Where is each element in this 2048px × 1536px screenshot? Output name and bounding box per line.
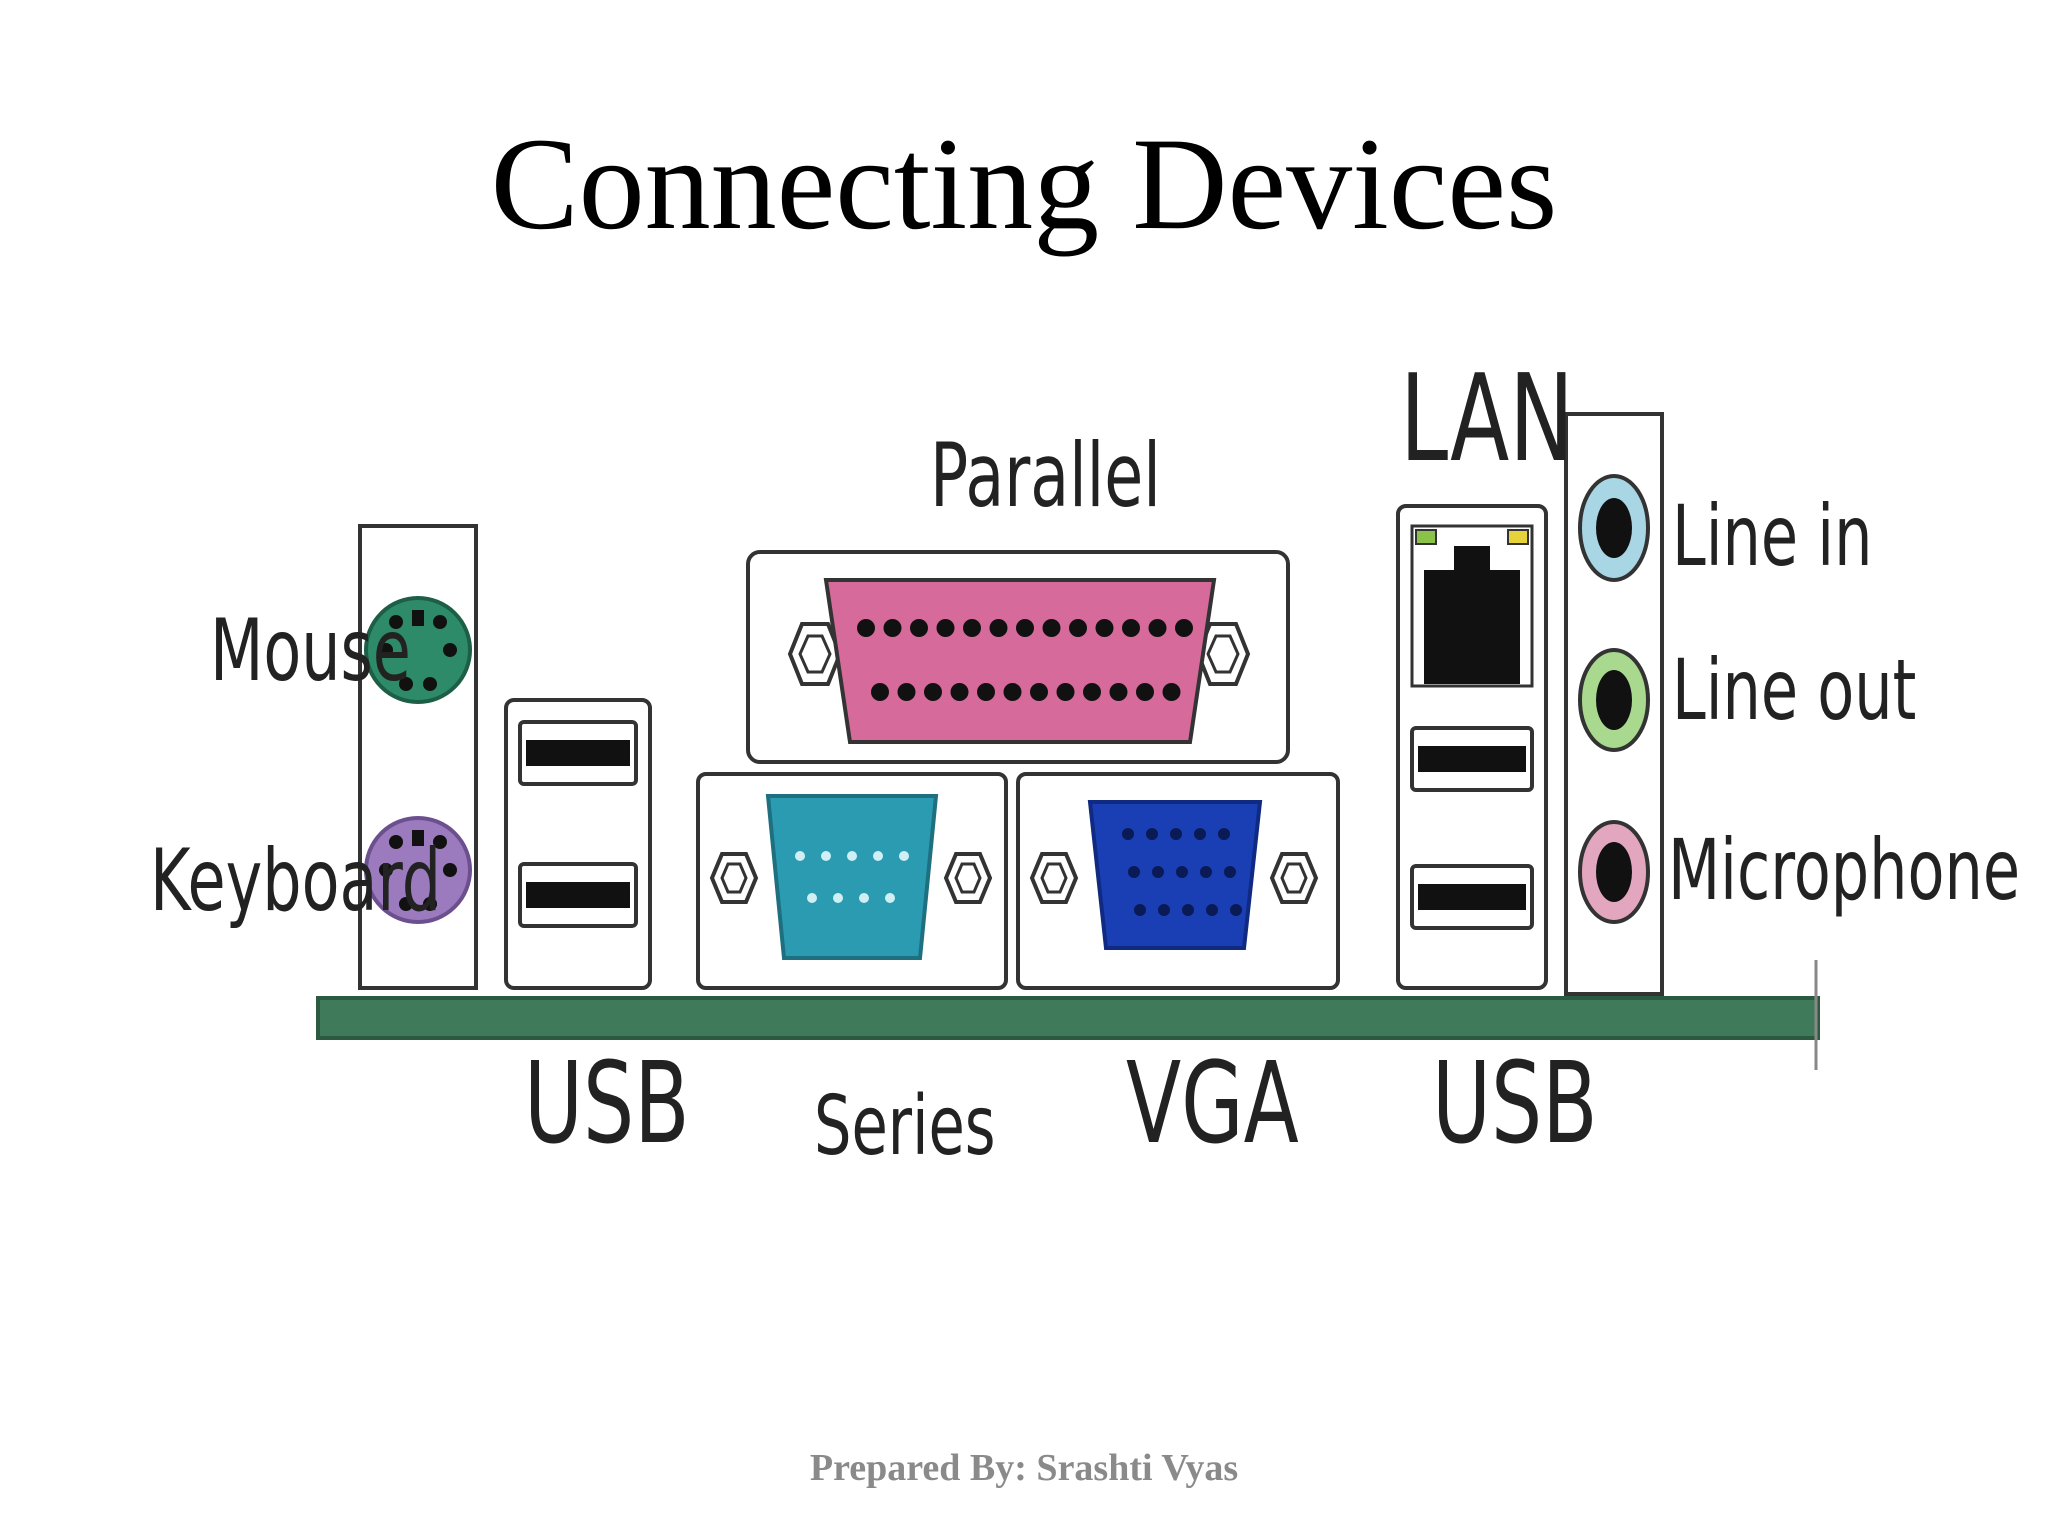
parallel-pin (1056, 683, 1075, 701)
microphone-jack (1578, 820, 1650, 924)
parallel-pin (950, 683, 969, 701)
parallel-pin (883, 619, 902, 637)
keyboard-label: Keyboard (150, 831, 442, 931)
audio-jack-block (1564, 412, 1664, 996)
parallel-pin (897, 683, 916, 701)
line-out-jack (1578, 648, 1650, 752)
parallel-pin (1042, 619, 1061, 637)
series-label: Series (814, 1079, 996, 1174)
parallel-pin (1148, 619, 1167, 637)
lan-usb-block (1396, 504, 1548, 990)
parallel-pin (1069, 619, 1087, 637)
parallel-pin (1175, 619, 1193, 637)
parallel-pin (963, 619, 981, 637)
parallel-pin (924, 683, 942, 701)
line-in-label: Line in (1672, 487, 1873, 585)
parallel-label: Parallel (930, 424, 1161, 527)
ps2-port-block (358, 524, 478, 990)
usb-left-label: USB (524, 1039, 690, 1169)
parallel-port (746, 550, 1290, 764)
parallel-pin (1109, 683, 1128, 701)
parallel-pin (1016, 619, 1034, 637)
microphone-label: Microphone (1668, 821, 2021, 919)
slide-title: Connecting Devices (490, 110, 1558, 257)
slide-footer: Prepared By: Srashti Vyas (809, 1447, 1239, 1489)
usb-port-block-left (504, 698, 652, 990)
serial-port (696, 772, 1008, 990)
line-in-jack (1578, 474, 1650, 582)
vga-port (1016, 772, 1340, 990)
usb-right-label: USB (1432, 1039, 1598, 1169)
parallel-pin (989, 619, 1008, 637)
parallel-pin (910, 619, 928, 637)
parallel-pin (1030, 683, 1048, 701)
vga-label: VGA (1126, 1039, 1299, 1169)
parallel-pin (1162, 683, 1181, 701)
parallel-pin (1136, 683, 1154, 701)
parallel-pin (1083, 683, 1101, 701)
line-out-label: Line out (1672, 641, 1917, 739)
lan-port (1410, 524, 1534, 688)
lan-label: LAN (1400, 350, 1574, 489)
parallel-pin (1003, 683, 1022, 701)
mouse-label: Mouse (210, 601, 411, 701)
parallel-pin (977, 683, 995, 701)
keyboard-port (364, 816, 472, 924)
parallel-pin (1122, 619, 1140, 637)
parallel-pin (936, 619, 955, 637)
motherboard-strip (316, 996, 1820, 1040)
parallel-pin (871, 683, 889, 701)
parallel-pin (1095, 619, 1114, 637)
parallel-pin (857, 619, 875, 637)
mouse-port (364, 596, 472, 704)
